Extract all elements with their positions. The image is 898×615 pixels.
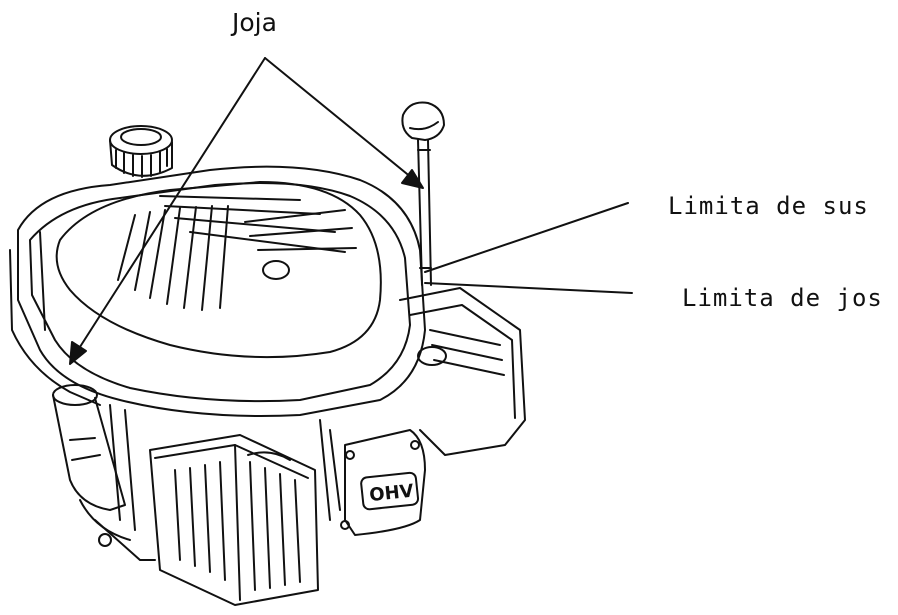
arrow-to-dipstick xyxy=(264,57,413,179)
ohv-badge-text: OHV xyxy=(368,481,414,507)
lower-limit-label: Limita de jos xyxy=(682,284,883,312)
lower-details xyxy=(94,404,341,561)
side-housing xyxy=(399,287,526,456)
lower-limit-leader xyxy=(424,282,633,294)
joja-label: Joja xyxy=(232,8,277,37)
arrowhead-left xyxy=(69,341,87,365)
air-filter xyxy=(149,434,319,606)
upper-limit-leader xyxy=(424,202,629,273)
upper-limit-label: Limita de sus xyxy=(668,192,869,220)
joja-arrows xyxy=(69,57,424,365)
ohv-badge-frame: OHV xyxy=(340,429,426,536)
dipstick xyxy=(401,101,445,286)
arrow-to-filler xyxy=(77,57,266,351)
fuel-cap xyxy=(109,125,173,178)
arrowhead-right xyxy=(401,169,424,189)
engine-shroud xyxy=(9,165,426,417)
oil-filler-tube xyxy=(52,384,131,541)
